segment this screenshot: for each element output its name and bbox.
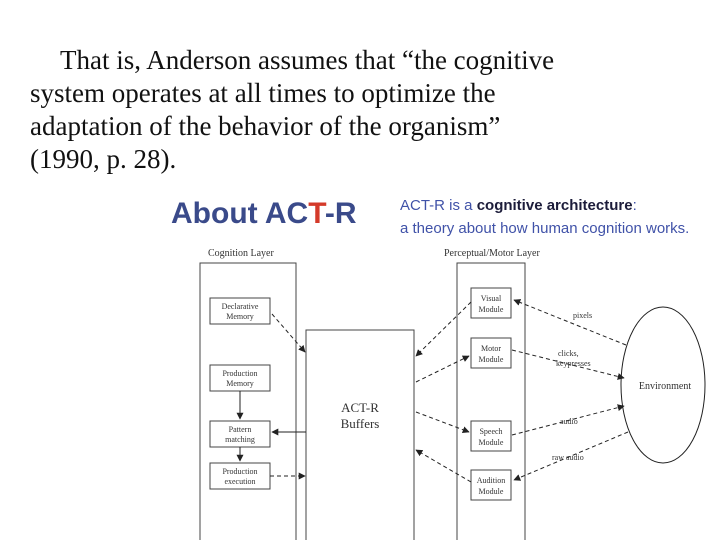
visual-module-box [470,287,512,319]
pattern-matching-label-2: matching [225,435,255,444]
speech-module-box [470,420,512,452]
motor-module-label-1: Motor [481,344,501,353]
quote-line: adaptation of the behavior of the organi… [30,111,501,141]
audition-module-box [470,469,512,501]
production-execution-box [209,462,271,490]
tagline-line-2: a theory about how human cognition works… [400,220,690,237]
motor-module-box [470,337,512,369]
tagline-bold: cognitive architecture [476,197,633,214]
cognition-layer-label: Cognition Layer [208,248,274,259]
pattern-matching-box [209,420,271,448]
raw-audio-label: raw audio [552,453,584,462]
pattern-matching-label-1: Pattern [229,425,252,434]
production-execution-label-2: execution [224,477,255,486]
perceptual-motor-layer-box [456,262,526,540]
perceptual-motor-layer-label: Perceptual/Motor Layer [444,248,540,259]
quote-line: (1990, p. 28). [30,144,177,174]
quote-line: system operates at all times to optimize… [30,78,496,108]
buffers-box [305,329,415,540]
about-title-t: T [308,197,325,230]
buffers-label-1: ACT-R [341,400,379,415]
cognition-layer-box [199,262,297,540]
declarative-memory-label-1: Declarative [222,302,259,311]
production-execution-label-1: Production [222,467,257,476]
tagline-colon: : [632,197,637,214]
audition-module-label-2: Module [479,487,504,496]
production-memory-label-2: Memory [226,379,254,388]
buffers-label-2: Buffers [341,416,380,431]
audition-module-label-1: Audition [477,476,505,485]
arrow-buffers-to-motor [415,355,470,383]
clicks-label-1: clicks, [558,349,579,358]
speech-module-label-1: Speech [479,427,502,436]
about-title: About ACT-R [171,197,357,231]
environment-ellipse [620,306,706,464]
production-memory-label-1: Production [222,369,257,378]
arrow-motor-to-env [511,349,625,380]
declarative-memory-label-2: Memory [226,312,254,321]
arrow-env-to-visual [513,299,627,346]
environment-label: Environment [639,381,691,392]
arrow-visual-to-buffers [415,301,472,357]
about-title-prefix: About AC [171,197,309,230]
speech-module-label-2: Module [479,438,504,447]
quote-line: That is, Anderson assumes that “the cogn… [60,45,555,75]
arrow-speech-to-env [511,404,625,436]
quote-text: That is, Anderson assumes that “the cogn… [30,44,710,176]
tagline-line-1: ACT-R is a cognitive architecture: [400,197,637,214]
clicks-label-2: keypresses [556,359,591,368]
visual-module-label-1: Visual [481,294,502,303]
arrow-declarative-to-buffers [271,313,306,353]
arrow-audition-to-buffers [415,449,472,483]
pixels-label: pixels [573,311,592,320]
production-memory-box [209,364,271,392]
arrow-buffers-to-speech [415,411,470,434]
declarative-memory-box [209,297,271,325]
motor-module-label-2: Module [479,355,504,364]
about-title-suffix: -R [324,197,357,230]
tagline-prefix: ACT-R is a [400,197,477,214]
visual-module-label-2: Module [479,305,504,314]
audio-label: audio [560,417,578,426]
